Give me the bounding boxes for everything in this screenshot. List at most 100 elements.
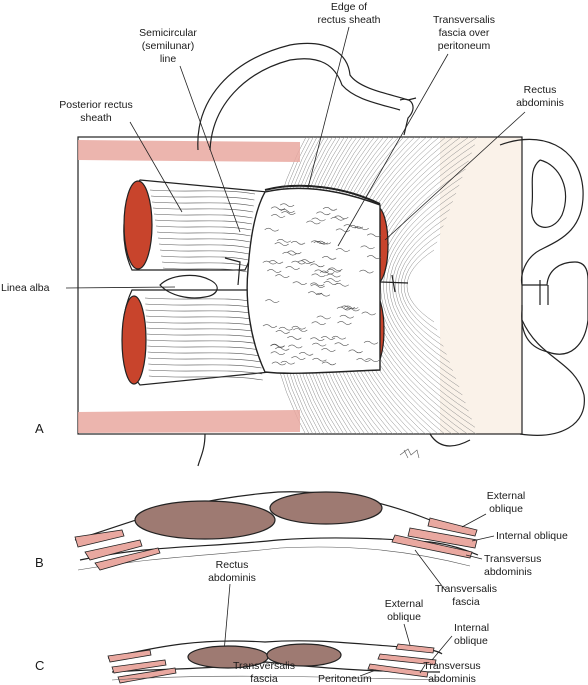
panel-c-transversus: [367, 663, 429, 678]
linea-alba-band: [224, 257, 409, 293]
fascia-squiggle: [310, 337, 325, 341]
pelvic-bone-outline: [499, 138, 588, 355]
svg-text:oblique: oblique: [387, 611, 421, 623]
upper-loop-structure: [197, 42, 409, 151]
sheath-wrinkle: [145, 315, 257, 321]
sheath-wrinkle: [159, 249, 250, 255]
linea-alba-knot: [159, 274, 218, 299]
leader-b-transversalis-fascia: [414, 549, 446, 591]
fascia-squiggle: [270, 206, 286, 211]
fascia-squiggle: [356, 358, 371, 362]
sheath-wrinkle: [148, 369, 263, 375]
fascia-squiggle: [275, 274, 290, 278]
svg-text:External: External: [385, 598, 424, 610]
fascia-squiggle: [321, 348, 336, 352]
svg-text:abdominis: abdominis: [516, 97, 564, 109]
svg-text:(semilunar): (semilunar): [142, 40, 195, 52]
fascia-squiggle: [337, 321, 352, 325]
sheath-wrinkle: [155, 225, 252, 231]
fascia-squiggle: [278, 326, 294, 331]
panel-c-left-muscle-3: [117, 667, 177, 684]
panel-c-rectus-right: [266, 643, 342, 667]
rectus-cut-upper-left: [123, 180, 153, 270]
fascia-squiggle: [275, 330, 290, 334]
svg-text:oblique: oblique: [454, 635, 488, 647]
fascia-squiggle: [275, 347, 290, 351]
svg-text:Internal: Internal: [454, 622, 489, 634]
sheath-wrinkle: [147, 357, 262, 363]
label-b-external-oblique: External oblique: [487, 490, 526, 515]
svg-text:Transversalis: Transversalis: [435, 583, 497, 595]
fascia-squiggle: [312, 357, 327, 362]
fascia-squiggle: [334, 342, 349, 346]
fiber-line: [392, 209, 450, 363]
fascia-squiggle: [321, 361, 337, 366]
label-semicircular-line: Semicircular (semilunar) line: [139, 27, 197, 65]
fascia-squiggle: [282, 251, 297, 256]
sheath-wrinkle: [146, 333, 259, 339]
pelvic-bone-inner: [531, 159, 567, 228]
fascia-squiggle: [361, 311, 376, 316]
panel-label-b: B: [35, 555, 44, 570]
leader-semicircular-line: [179, 65, 241, 233]
fascia-squiggle: [311, 321, 326, 326]
fascia-squiggle: [348, 349, 363, 354]
fascia-squiggle: [366, 233, 382, 238]
sheath-wrinkle: [152, 207, 254, 213]
fiber-line: [401, 233, 441, 339]
panel-b-transversus: [391, 534, 473, 559]
svg-text:Transversus: Transversus: [423, 660, 480, 672]
sheath-wrinkle: [150, 195, 255, 201]
fascia-squiggle: [313, 240, 328, 245]
fascia-squiggle: [279, 203, 295, 207]
fascia-squiggle: [366, 255, 382, 259]
fascia-squiggle: [326, 273, 341, 278]
fascia-squiggle: [270, 351, 285, 355]
rectus-cut-lower-left: [121, 295, 147, 385]
svg-text:Posterior rectus: Posterior rectus: [59, 99, 133, 111]
fascia-squiggle: [292, 281, 307, 285]
fascia-squiggle: [288, 344, 303, 349]
fascia-squiggle: [291, 260, 306, 265]
panel-b-rectus-right: [269, 491, 383, 525]
svg-text:sheath: sheath: [80, 112, 112, 124]
upper-loop-tip: [399, 97, 417, 136]
sheath-wrinkle: [149, 189, 256, 195]
fascia-squiggle: [270, 214, 286, 218]
label-c-transversalis-fascia: Transversalis fascia: [233, 660, 295, 685]
lower-cord-tuft: [399, 448, 420, 459]
panel-b-left-muscle-1: [74, 529, 125, 548]
panel-b-fascia-line: [77, 546, 471, 571]
fascia-squiggle: [339, 314, 354, 319]
fascia-squiggle: [320, 336, 336, 340]
panel-b-external-oblique: [427, 517, 478, 537]
label-c-internal-oblique: Internal oblique: [454, 622, 489, 647]
panel-c-internal-oblique: [377, 653, 437, 666]
fascia-squiggle: [298, 352, 314, 356]
fascia-squiggle: [328, 267, 343, 272]
panel-b-internal-oblique: [407, 527, 478, 549]
panel-b-cross-section: [74, 491, 479, 571]
fascia-squiggle: [315, 292, 331, 297]
fascia-squiggle: [336, 306, 352, 311]
sheath-wrinkle: [145, 309, 257, 315]
sheath-wrinkle: [158, 243, 250, 249]
fascia-squiggle: [262, 324, 278, 328]
panel-c-peritoneum-line: [111, 675, 441, 681]
fascia-squiggle: [265, 299, 280, 303]
fascia-squiggle: [270, 344, 285, 348]
leader-edge-rectus-sheath: [307, 26, 350, 189]
fascia-squiggle: [326, 278, 341, 282]
sheath-wrinkle: [146, 327, 259, 333]
fascia-squiggle: [268, 260, 284, 264]
lower-cord: [197, 433, 471, 467]
sheath-wrinkle: [148, 363, 262, 369]
sheath-wrinkle: [160, 255, 249, 261]
sheath-wrinkle: [157, 237, 251, 243]
panel-c-left-muscle-1: [107, 649, 152, 663]
fascia-squiggle: [365, 358, 380, 362]
svg-text:peritoneum: peritoneum: [438, 40, 491, 52]
fiber-line: [397, 225, 444, 347]
posterior-sheath-texture: [144, 189, 263, 381]
leader-c-external-oblique: [403, 623, 411, 646]
